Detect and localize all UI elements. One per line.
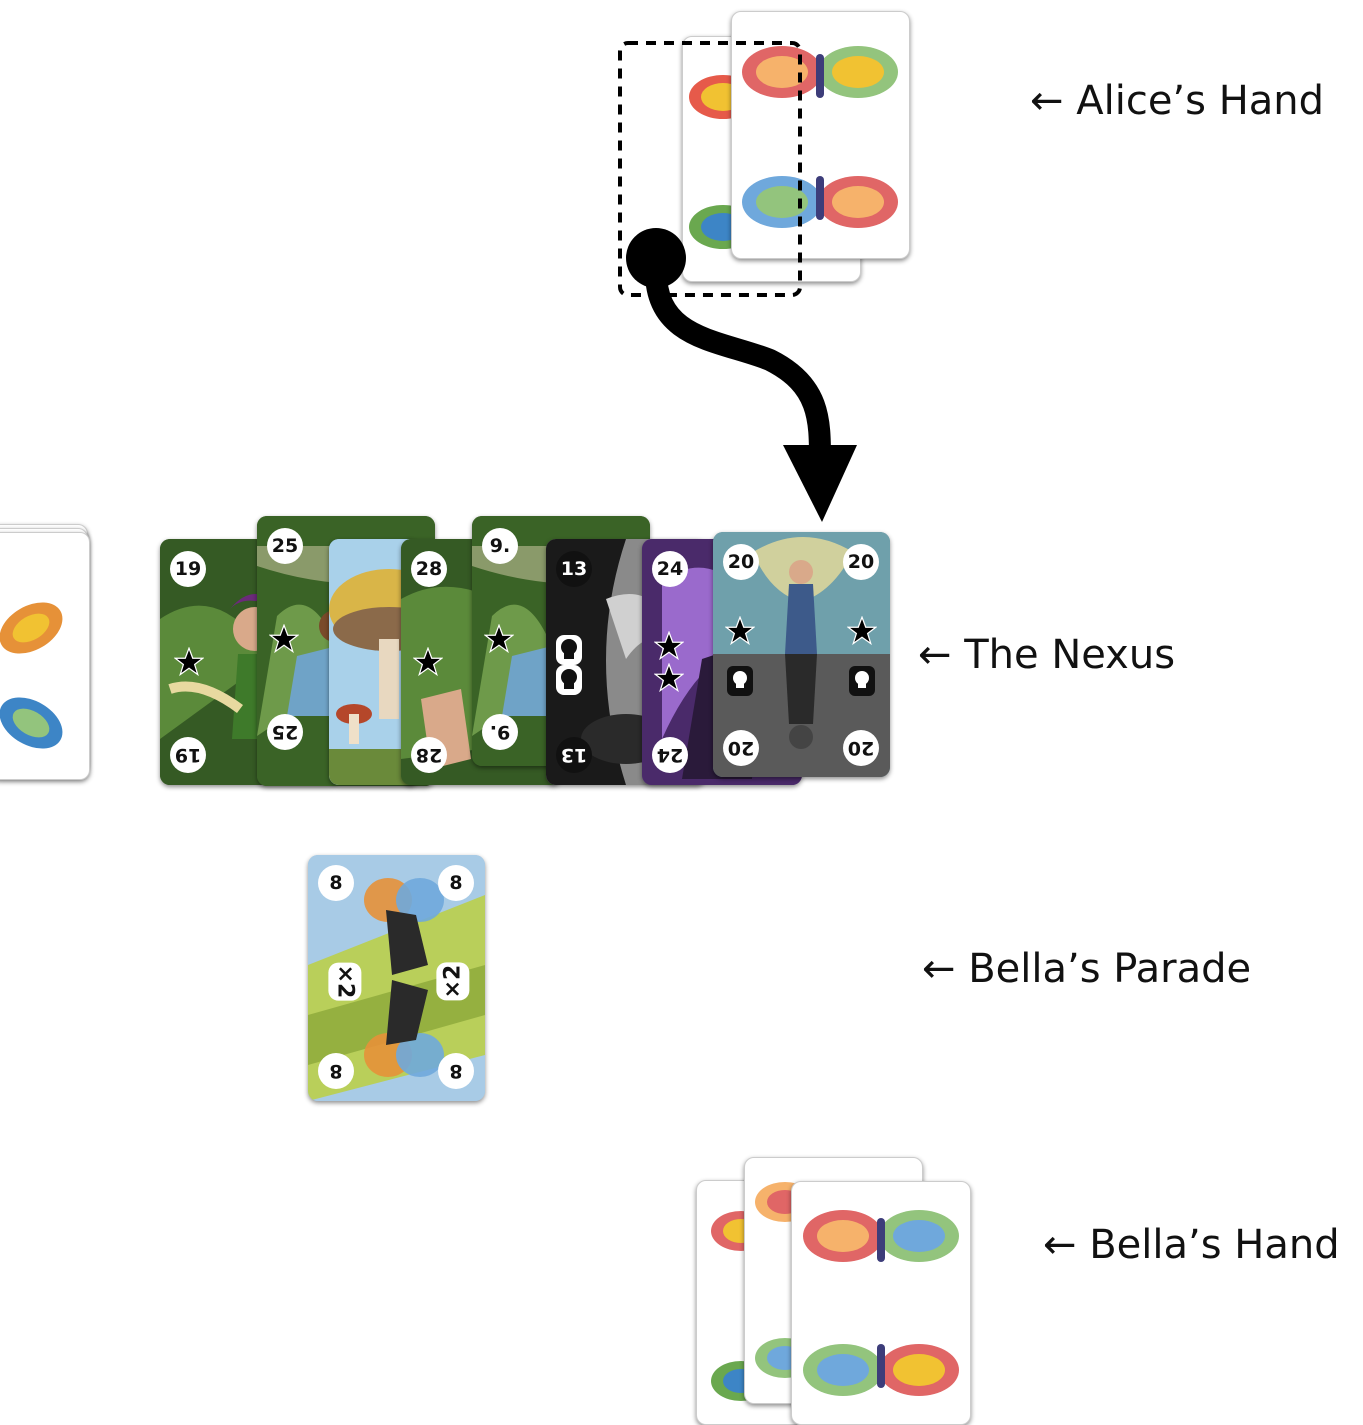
bella-hand-label: ← Bella’s Hand	[1043, 1222, 1340, 1268]
card-value: 9.	[482, 528, 518, 564]
multiplier-label: ×2	[328, 962, 362, 1001]
card-value-inverted: 28	[411, 737, 447, 773]
selection-outline	[618, 41, 802, 297]
card-value-inverted: 20	[723, 730, 759, 766]
bella-parade-label: ← Bella’s Parade	[922, 946, 1252, 992]
deck-card-back[interactable]	[0, 532, 90, 780]
card-value: 20	[723, 544, 759, 580]
nexus-card[interactable]: 20 20 20 20	[713, 532, 890, 777]
card-value-inverted: 19	[170, 737, 206, 773]
butterfly-icon	[803, 1210, 959, 1396]
skull-icon	[556, 665, 582, 695]
butterfly-icon	[742, 46, 898, 228]
star-icon	[269, 624, 299, 654]
arrow-start-dot	[626, 228, 686, 288]
arrow-path	[644, 259, 831, 471]
card-value: 13	[556, 551, 592, 587]
card-value: 20	[843, 544, 879, 580]
star-icon	[847, 616, 877, 646]
star-icon	[413, 647, 443, 677]
alice-hand-label: ← Alice’s Hand	[1030, 78, 1325, 124]
card-value-inverted: 20	[843, 730, 879, 766]
alice-card-back[interactable]	[731, 11, 910, 259]
card-value: 19	[170, 551, 206, 587]
card-value: 8	[318, 865, 354, 901]
card-value-inverted: 9.	[482, 714, 518, 750]
star-icon	[174, 647, 204, 677]
star-icon	[484, 624, 514, 654]
card-value-inverted: 13	[556, 737, 592, 773]
nexus-label: ← The Nexus	[918, 632, 1176, 678]
multiplier-label: ×2	[436, 962, 470, 1001]
skull-icon	[556, 635, 582, 665]
star-icon	[725, 616, 755, 646]
card-value: 28	[411, 551, 447, 587]
card-value: 25	[267, 528, 303, 564]
arrow-head	[783, 445, 857, 522]
card-value: 24	[652, 551, 688, 587]
star-icon	[654, 663, 684, 693]
card-value-inverted: 8	[438, 1053, 474, 1089]
card-value-inverted: 25	[267, 714, 303, 750]
card-value-inverted: 8	[318, 1053, 354, 1089]
bella-parade-card[interactable]: 8 8 8 8 ×2 ×2	[308, 855, 485, 1101]
skull-icon	[727, 666, 753, 696]
bella-card-back[interactable]	[791, 1181, 971, 1425]
card-value-inverted: 24	[652, 737, 688, 773]
butterfly-icon	[0, 602, 63, 749]
card-value: 8	[438, 865, 474, 901]
skull-icon	[849, 666, 875, 696]
star-icon	[654, 631, 684, 661]
